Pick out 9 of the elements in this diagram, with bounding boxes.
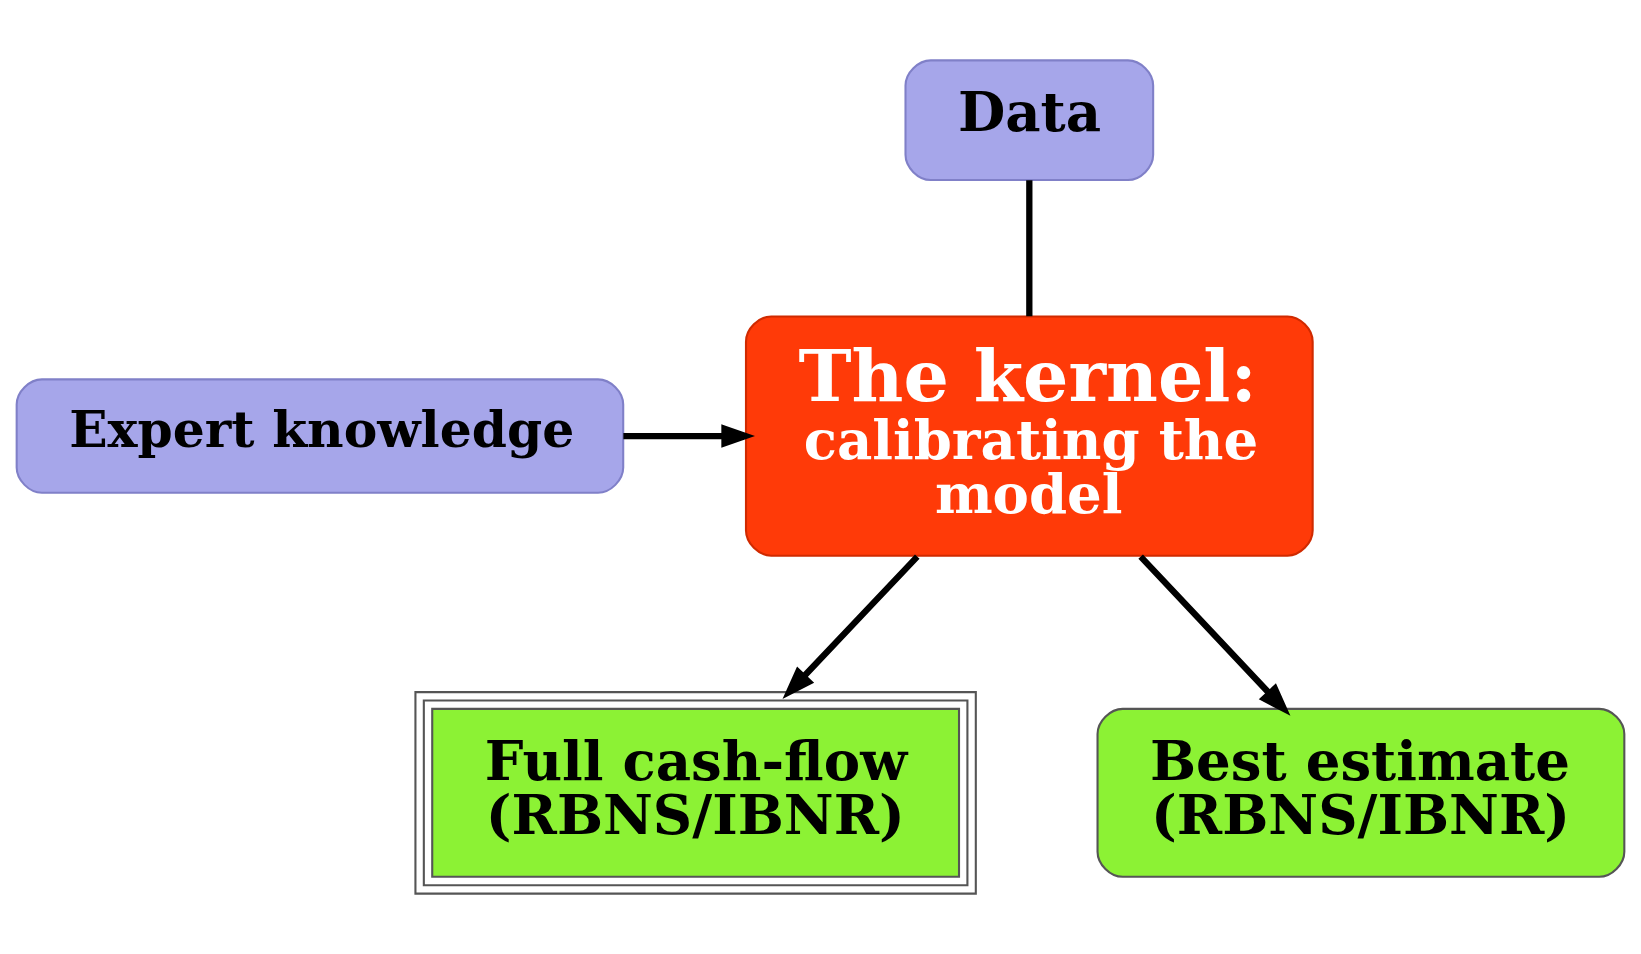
node-box: Data [904,59,1155,182]
arrow [623,424,755,448]
node-box: Best estimate (RBNS/IBNR) [1096,707,1626,878]
node-box: Expert knowledge [15,378,625,494]
arrow [1138,554,1291,716]
connector [1026,180,1033,317]
node-box: The kernel: calibrating the model [744,315,1314,557]
arrow [782,554,920,699]
node-box: Full cash-flow (RBNS/IBNR) [414,691,977,895]
